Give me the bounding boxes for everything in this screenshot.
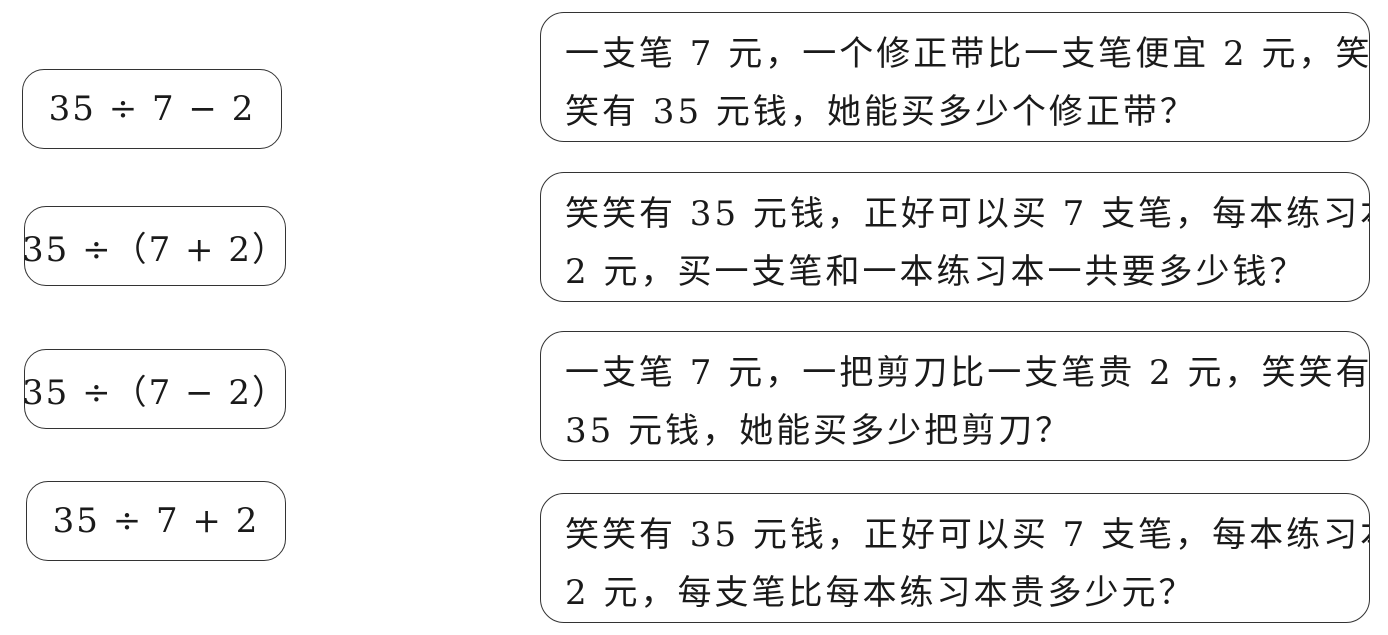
expression-card-3[interactable]: 35 ÷（7 − 2） (22, 349, 288, 429)
problem-text-line: 35 元钱，她能买多少把剪刀？ (565, 411, 1073, 451)
problem-text-line: 2 元，买一支笔和一本练习本一共要多少钱？ (565, 252, 1307, 292)
expression-text: 35 ÷（7 + 2） (22, 229, 288, 270)
problem-card-4[interactable]: 笑笑有 35 元钱，正好可以买 7 支笔，每本练习本 2 元，每支笔比每本练习本… (540, 493, 1370, 623)
problem-text-line: 一支笔 7 元，一把剪刀比一支笔贵 2 元，笑笑有 (565, 353, 1370, 393)
expression-card-1[interactable]: 35 ÷ 7 − 2 (22, 69, 282, 149)
problem-text-line: 2 元，每支笔比每本练习本贵多少元？ (565, 573, 1196, 613)
problem-card-3[interactable]: 一支笔 7 元，一把剪刀比一支笔贵 2 元，笑笑有 35 元钱，她能买多少把剪刀… (540, 331, 1370, 461)
problem-text-line: 笑笑有 35 元钱，正好可以买 7 支笔，每本练习本 (565, 194, 1370, 234)
expression-text: 35 ÷ 7 + 2 (52, 501, 260, 541)
problem-text-line: 笑笑有 35 元钱，正好可以买 7 支笔，每本练习本 (565, 515, 1370, 555)
expression-text: 35 ÷（7 − 2） (22, 372, 288, 413)
expression-text: 35 ÷ 7 − 2 (48, 89, 256, 129)
problem-card-1[interactable]: 一支笔 7 元，一个修正带比一支笔便宜 2 元，笑 笑有 35 元钱，她能买多少… (540, 12, 1370, 142)
expression-card-2[interactable]: 35 ÷（7 + 2） (22, 206, 288, 286)
problem-text-line: 笑有 35 元钱，她能买多少个修正带？ (565, 92, 1197, 132)
problem-text-line: 一支笔 7 元，一个修正带比一支笔便宜 2 元，笑 (565, 34, 1370, 74)
expression-card-4[interactable]: 35 ÷ 7 + 2 (26, 481, 286, 561)
problem-card-2[interactable]: 笑笑有 35 元钱，正好可以买 7 支笔，每本练习本 2 元，买一支笔和一本练习… (540, 172, 1370, 302)
